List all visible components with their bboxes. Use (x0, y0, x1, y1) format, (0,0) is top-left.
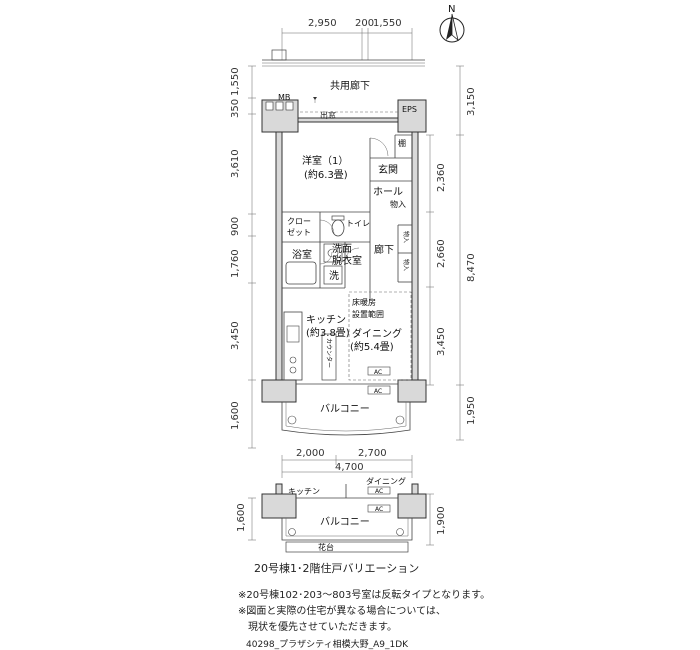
dining-size: (約5.4畳) (350, 340, 394, 353)
left-dimensions: 1,550 350 3,610 900 1,760 3,450 1,600 (230, 65, 256, 449)
heating-label-1: 床暖房 (352, 297, 376, 307)
senmen-label-1: 洗面 (332, 243, 352, 255)
monoire-label-3: 物入 (402, 259, 410, 271)
sen-label: 洗 (329, 270, 339, 282)
property-code: 40298_プラザシティ相模大野_A9_1DK (246, 640, 409, 650)
youshitsu-size: (約6.3畳) (304, 168, 348, 181)
common-corridor: 共用廊下 (262, 49, 425, 92)
note-line-3: 現状を優先させていただきます。 (238, 622, 397, 633)
left-dim-2: 350 (230, 99, 241, 118)
var-dining-label: ダイニング (366, 476, 406, 486)
top-dim-3: 1,550 (373, 18, 402, 29)
note-line-1: ※20号棟102･203～803号室は反転タイプとなります。 (238, 590, 491, 601)
compass-label: N (448, 4, 455, 15)
variation-caption: 20号棟1･2階住戸バリエーション (254, 562, 420, 575)
toilet-label: トイレ (346, 219, 370, 228)
eps-label: EPS (402, 105, 417, 114)
balcony-dimensions: 2,000 2,700 4,700 (281, 448, 413, 478)
counter-label: カウンター (325, 338, 333, 368)
var-kadan-label: 花台 (318, 542, 334, 552)
demado-label: 出窓 (320, 110, 336, 120)
var-left-dim: 1,600 (236, 503, 247, 532)
top-dim-2: 200 (355, 18, 374, 29)
balcony-dim-2: 2,700 (358, 448, 387, 459)
right-inner-dim-2: 2,660 (436, 239, 447, 268)
yokushitsu-label: 浴室 (292, 248, 312, 261)
genkan-label: 玄関 (378, 163, 398, 176)
top-dimensions: 2,950 200 1,550 (281, 18, 413, 60)
right-inner-dim-3: 3,450 (436, 327, 447, 356)
var-balcony-label: バルコニー (320, 516, 370, 528)
balcony-label: バルコニー (320, 403, 370, 415)
ac-label-2: AC (374, 388, 382, 395)
monoire-label-1: 物入 (390, 199, 406, 209)
fixtures (283, 215, 412, 395)
rouka-label: 廊下 (374, 243, 394, 256)
left-dim-3: 3,610 (230, 149, 241, 178)
right-inner-dim-1: 2,360 (436, 163, 447, 192)
corridor-label: 共用廊下 (330, 79, 370, 92)
left-dim-1: 1,550 (230, 67, 241, 96)
compass-icon: N (439, 4, 465, 43)
heating-label-2: 設置範囲 (352, 309, 384, 319)
youshitsu-label: 洋室（1） (302, 154, 348, 167)
unit-walls (261, 99, 427, 403)
right-outer-dim-3: 1,950 (466, 396, 477, 425)
monoire-label-2: 物入 (402, 231, 410, 243)
hall-label: ホール (373, 186, 403, 198)
kitchen-label: キッチン (306, 314, 346, 326)
kitchen-size: (約3.8畳) (306, 326, 350, 339)
closet-label-1: クロー (287, 217, 311, 226)
senmen-label-2: 脱衣室 (332, 254, 362, 267)
var-ac-label-1: AC (375, 488, 383, 495)
notes: ※20号棟102･203～803号室は反転タイプとなります。 ※図面と実際の住宅… (238, 588, 490, 636)
left-dim-4: 900 (230, 217, 241, 236)
balcony (281, 402, 411, 436)
ac-label-1: AC (374, 369, 382, 376)
closet-label-2: ゼット (287, 227, 311, 237)
balcony-dim-total: 4,700 (335, 462, 364, 473)
balcony-dim-1: 2,000 (296, 448, 325, 459)
dining-label: ダイニング (352, 327, 402, 340)
interior-partitions (282, 97, 412, 300)
mb-label: MB (278, 93, 290, 102)
left-dim-7: 1,600 (230, 401, 241, 430)
right-outer-dim-1: 3,150 (466, 87, 477, 116)
var-ac-label-2: AC (375, 506, 383, 513)
var-kitchen-label: キッチン (288, 487, 320, 496)
var-right-dim: 1,900 (436, 506, 447, 535)
variation-plan: キッチン ダイニング AC AC バルコニー 花台 1,600 1,900 (236, 476, 447, 553)
right-dimensions: 2,360 2,660 3,450 3,150 8,470 1,950 (426, 65, 477, 441)
top-dim-1: 2,950 (308, 18, 337, 29)
room-labels: MB EPS 出窓 棚 洋室（1） (約6.3畳) 玄関 ホール 物入 クロー … (278, 93, 417, 415)
note-line-2: ※図面と実際の住宅が異なる場合については、 (238, 606, 446, 617)
left-dim-6: 3,450 (230, 321, 241, 350)
left-dim-5: 1,760 (230, 249, 241, 278)
tana-label: 棚 (398, 138, 406, 148)
right-outer-dim-2: 8,470 (466, 253, 477, 282)
